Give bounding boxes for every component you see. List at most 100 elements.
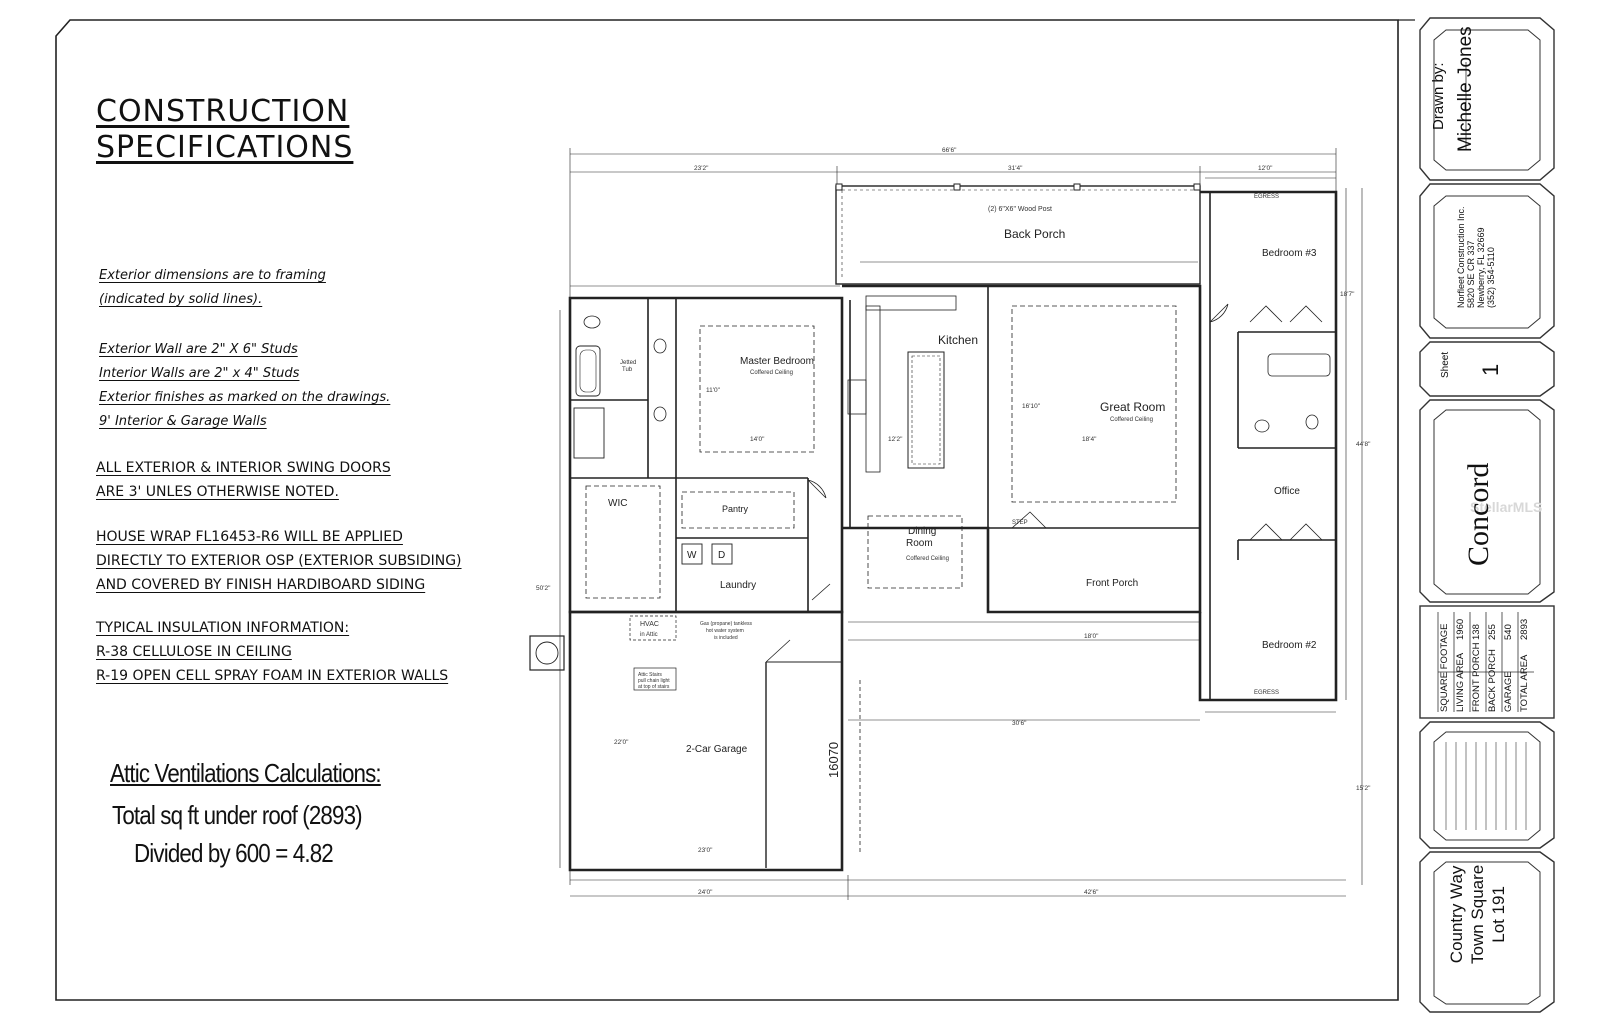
dryer-symbol: D [718,550,725,561]
dim-great-width: 18'4" [1082,436,1097,443]
label-step: STEP [1012,520,1028,526]
title-block [1419,17,1555,1013]
label-attic-stairs-2: pull chain light [638,678,670,684]
room-front-porch: Front Porch [1086,578,1138,589]
dimension-labels: 66'6" 23'2" 31'4" 12'0" 18'7" 44'8" 15'2… [536,147,1371,896]
sheet-border [55,19,1399,1001]
dim-right-overall: 44'8" [1356,441,1371,448]
label-jetted-tub-1: Jetted [620,360,636,366]
drawn-by-name: Michelle Jones [1455,26,1476,152]
wrap-note-2: DIRECTLY TO EXTERIOR OSP (EXTERIOR SUBSI… [96,553,462,569]
location-line-1: Country Way [1447,865,1466,964]
dim-master-width: 14'0" [750,436,765,443]
insulation-note-3: R-19 OPEN CELL SPRAY FOAM IN EXTERIOR WA… [96,668,449,684]
attic-title: Attic Ventilations Calculations: [110,758,382,788]
sheet-label: Sheet [1440,351,1451,378]
label-attic-stairs-1: Attic Stairs [638,672,662,678]
dim-right-top: 18'7" [1340,291,1355,298]
sheet-number: 1 [1478,363,1503,376]
room-bedroom-2: Bedroom #2 [1262,640,1317,651]
dim-left-overall: 50'2" [536,585,551,592]
plan-walls [529,148,1363,900]
dim-right-bottom: 15'2" [1356,785,1371,792]
label-hvac-2: in Attic [640,632,658,638]
room-laundry: Laundry [720,580,756,591]
dim-overall-top: 66'6" [942,147,957,154]
dim-great-depth: 16'10" [1022,403,1041,410]
dim-garage-depth: 22'0" [614,739,629,746]
company-info: Norfleet Construction Inc. 5820 SE CR 33… [1456,206,1496,308]
dim-master-depth: 11'0" [706,387,721,394]
door-note-2: ARE 3' UNLES OTHERWISE NOTED. [96,484,339,500]
spec-title: CONSTRUCTION SPECIFICATIONS [96,94,353,166]
label-water-heater-3: is included [714,635,738,641]
label-water-heater-1: Gas (propane) tankless [700,621,752,627]
room-dining-1: Dining [908,526,936,537]
wall-notes: Exterior Wall are 2" X 6" Studs Interior… [99,338,390,434]
dim-bottom-left: 24'0" [698,889,713,896]
room-back-porch: Back Porch [1004,227,1065,241]
master-ceiling: Coffered Ceiling [750,370,793,376]
room-kitchen: Kitchen [938,333,978,347]
wrap-note-1: HOUSE WRAP FL16453-R6 WILL BE APPLIED [96,529,403,545]
dining-ceiling: Coffered Ceiling [906,556,949,562]
location-info: Country Way Town Square Lot 191 [1446,865,1509,964]
room-dining-2: Room [906,538,933,549]
dim-kitchen-width: 12'2" [888,436,903,443]
great-room-ceiling: Coffered Ceiling [1110,417,1153,423]
dim-garage-width: 23'0" [698,847,713,854]
wrap-note-3: AND COVERED BY FINISH HARDIBOARD SIDING [96,577,426,593]
room-master-bedroom: Master Bedroom [740,356,814,367]
insulation-note-2: R-38 CELLULOSE IN CEILING [96,644,292,660]
label-jetted-tub-2: Tub [622,367,633,373]
dim-bottom-right: 42'6" [1084,889,1099,896]
wall-note-1: Exterior Wall are 2" X 6" Studs [99,342,298,357]
wall-note-4: 9' Interior & Garage Walls [99,414,267,429]
exterior-note-1: Exterior dimensions are to framing [99,268,326,283]
label-egress-bottom: EGRESS [1254,690,1279,696]
label-hvac-1: HVAC [640,621,659,628]
company-line-4: (352) 354-5110 [1486,247,1496,308]
company-line-2: 5820 SE CR 337 [1466,240,1476,308]
label-egress-top: EGRESS [1254,194,1279,200]
room-labels: Back Porch (2) 6"X6" Wood Post Kitchen G… [608,194,1317,778]
drawn-by-label: Drawn by: [1430,62,1447,130]
plan-name: Concord [1462,462,1495,566]
location-line-2: Town Square [1468,864,1487,964]
company-line-1: Norfleet Construction Inc. [1456,206,1466,308]
spec-title-line-2: SPECIFICATIONS [96,130,354,165]
dim-top-right: 12'0" [1258,165,1273,172]
label-water-heater-2: hot water system [706,628,744,634]
wrap-notes: HOUSE WRAP FL16453-R6 WILL BE APPLIED DI… [96,525,462,597]
spec-title-line-1: CONSTRUCTION [96,94,350,129]
door-note-1: ALL EXTERIOR & INTERIOR SWING DOORS [96,460,391,476]
room-pantry: Pantry [722,504,749,514]
attic-line-2: Divided by 600 = 4.82 [134,838,334,868]
label-attic-stairs-3: at top of stairs [638,684,670,690]
label-garage-door: 16070 [826,742,841,778]
exterior-notes: Exterior dimensions are to framing (indi… [99,264,326,312]
dim-top-left: 23'2" [694,165,709,172]
room-bedroom-3: Bedroom #3 [1262,248,1317,259]
dim-porch-width: 30'6" [1012,720,1027,727]
dim-front-porch-width: 18'0" [1084,633,1099,640]
dim-top-mid: 31'4" [1008,165,1023,172]
room-office: Office [1274,486,1300,497]
insulation-note-1: TYPICAL INSULATION INFORMATION: [96,620,350,636]
washer-symbol: W [687,550,697,561]
wall-note-3: Exterior finishes as marked on the drawi… [99,390,391,405]
company-line-3: Newberry, FL 32669 [1476,227,1486,308]
room-great-room: Great Room [1100,400,1165,414]
attic-line-1: Total sq ft under roof (2893) [112,800,363,830]
room-garage: 2-Car Garage [686,744,748,755]
wall-note-2: Interior Walls are 2" x 4" Studs [99,366,300,381]
door-notes: ALL EXTERIOR & INTERIOR SWING DOORS ARE … [96,456,391,504]
